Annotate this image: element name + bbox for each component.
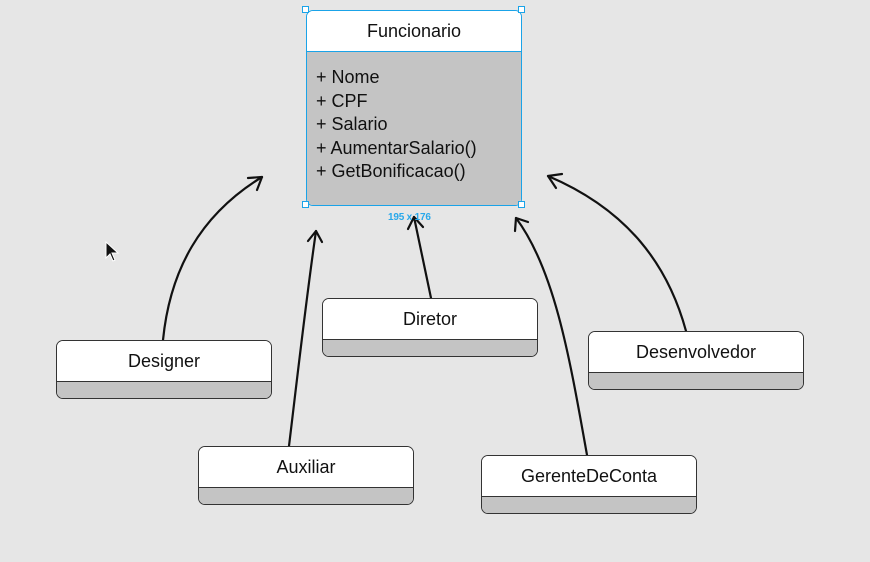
class-designer-name: Designer — [57, 341, 271, 382]
class-designer[interactable]: Designer — [56, 340, 272, 399]
class-auxiliar[interactable]: Auxiliar — [198, 446, 414, 505]
arrow-diretor — [406, 215, 433, 300]
arrow-desenvolvedor — [546, 172, 688, 333]
member-cpf: + CPF — [316, 90, 368, 111]
resize-handle-bottom-left[interactable] — [302, 201, 309, 208]
arrow-auxiliar — [287, 229, 324, 448]
mouse-pointer-icon — [105, 240, 120, 262]
arrow-designer — [161, 175, 264, 342]
class-gerente-de-conta[interactable]: GerenteDeConta — [481, 455, 697, 514]
class-gerente-de-conta-body — [482, 497, 696, 513]
class-designer-body — [57, 382, 271, 398]
member-get-bonificacao: + GetBonificacao() — [316, 161, 466, 181]
class-auxiliar-body — [199, 488, 413, 504]
class-diretor-name: Diretor — [323, 299, 537, 340]
member-nome: + Nome — [316, 67, 380, 87]
class-funcionario[interactable]: Funcionario + Nome + CPF + Salario + Aum… — [306, 10, 522, 206]
class-desenvolvedor-name: Desenvolvedor — [589, 332, 803, 373]
resize-handle-top-left[interactable] — [302, 6, 309, 13]
class-auxiliar-name: Auxiliar — [199, 447, 413, 488]
class-diretor-body — [323, 340, 537, 356]
member-salario: + Salario — [316, 114, 388, 134]
selection-size-label: 195 x 176 — [388, 212, 431, 223]
resize-handle-top-right[interactable] — [518, 6, 525, 13]
member-aumentar-salario: + AumentarSalario() — [316, 137, 477, 158]
resize-handle-bottom-right[interactable] — [518, 201, 525, 208]
class-gerente-de-conta-name: GerenteDeConta — [482, 456, 696, 497]
class-desenvolvedor-body — [589, 373, 803, 389]
class-funcionario-members: + Nome + CPF + Salario + AumentarSalario… — [307, 52, 521, 205]
class-diretor[interactable]: Diretor — [322, 298, 538, 357]
class-funcionario-name: Funcionario — [307, 11, 521, 52]
class-desenvolvedor[interactable]: Desenvolvedor — [588, 331, 804, 390]
